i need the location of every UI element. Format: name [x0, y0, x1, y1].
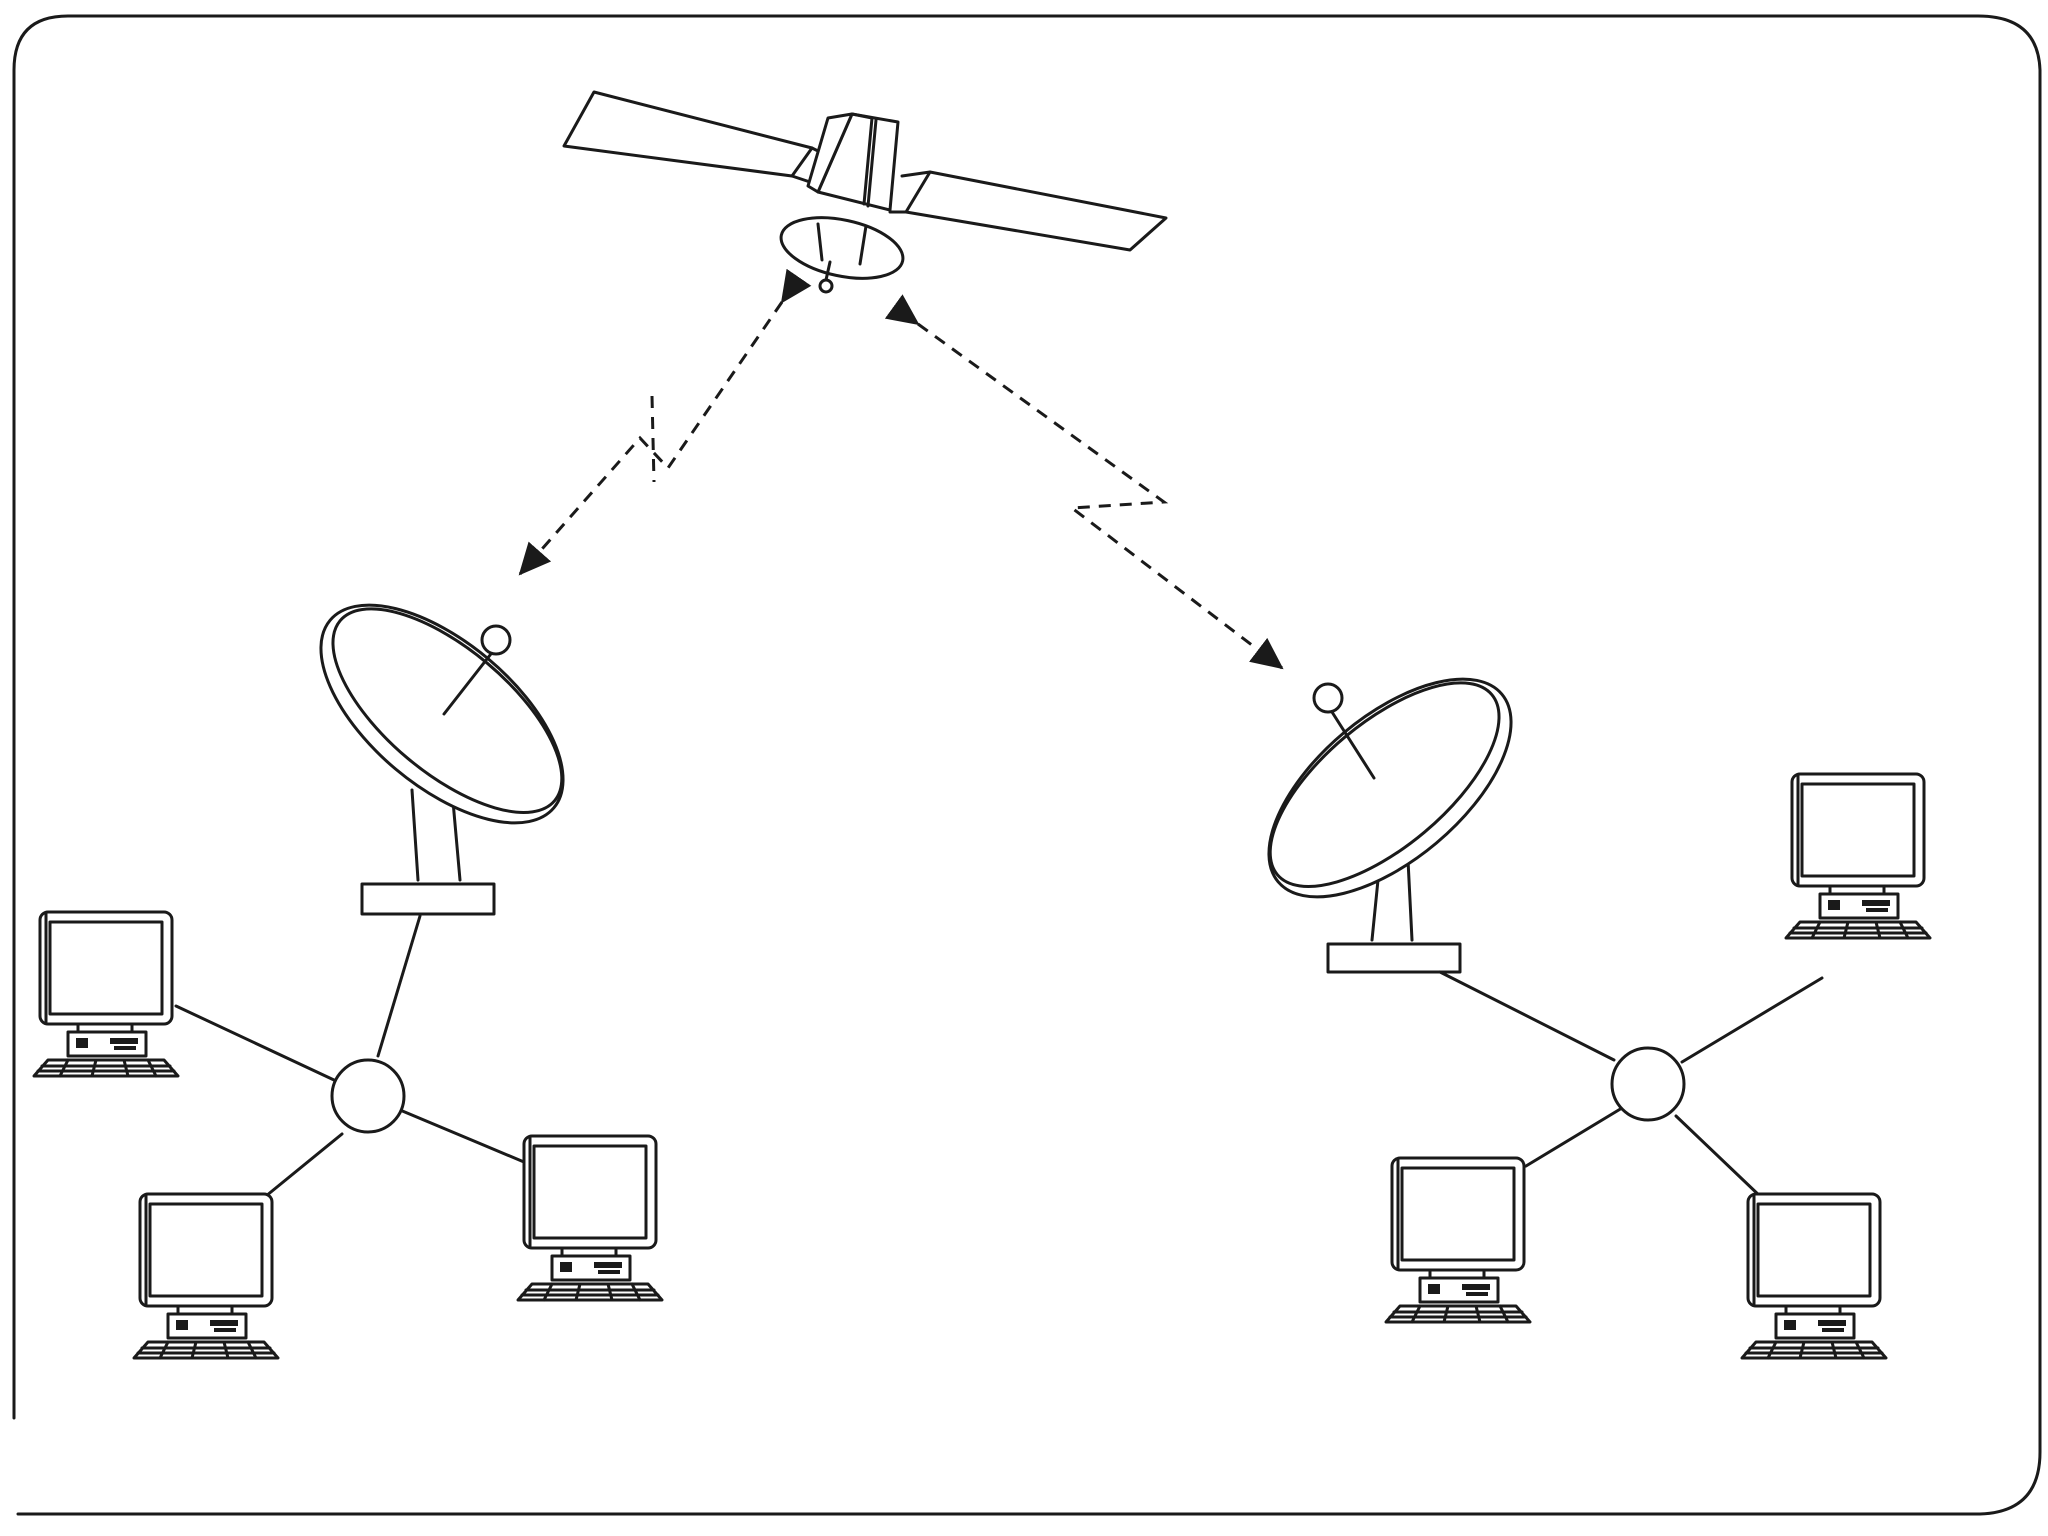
wireless-link-left — [518, 268, 812, 576]
wireless-link-right — [884, 294, 1284, 670]
slide-border — [12, 14, 2042, 1516]
desktop-computer-icon — [516, 1134, 664, 1302]
desktop-computer-icon — [1784, 772, 1932, 940]
left-network-links — [174, 914, 526, 1198]
network-hub-icon — [330, 1058, 406, 1134]
right-network-links — [1438, 970, 1824, 1200]
desktop-computer-icon — [32, 910, 180, 1078]
desktop-computer-icon — [1384, 1156, 1532, 1324]
satellite-dish-icon — [319, 603, 565, 916]
network-hub-icon — [1610, 1046, 1686, 1122]
desktop-computer-icon — [1740, 1192, 1888, 1360]
desktop-computer-icon — [132, 1192, 280, 1360]
satellite-icon — [562, 90, 1168, 294]
satellite-dish-icon — [1267, 677, 1513, 974]
